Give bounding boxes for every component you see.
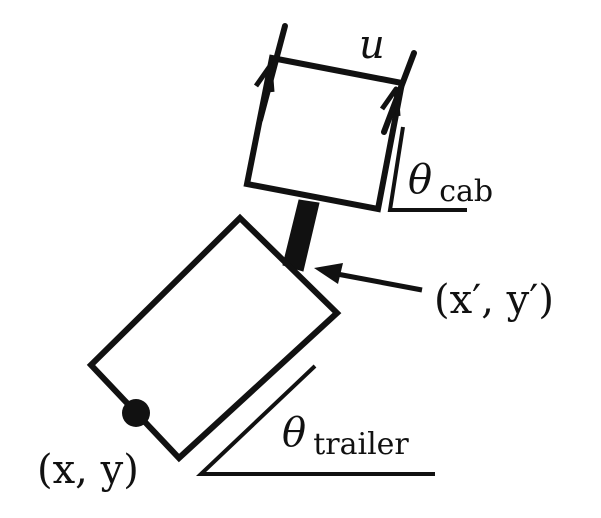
theta-trailer-symbol: θ [282, 410, 306, 456]
theta-cab-symbol: θ [408, 157, 432, 203]
hitch-arrow-shaft [336, 271, 423, 293]
input-label: u [359, 22, 385, 68]
theta-trailer-angle-lines [195, 364, 435, 476]
theta-trailer-subscript: trailer [313, 427, 409, 462]
hitch-arrowhead [314, 263, 343, 284]
hitch-point-label: (x′, y′) [434, 277, 554, 323]
cab-left-arrowhead [253, 63, 275, 93]
cab-right-wheel-line [381, 50, 417, 135]
trailer-point-label: (x, y) [37, 447, 139, 493]
trailer-body [86, 213, 342, 463]
cab-right-arrowhead [379, 86, 401, 117]
theta-cab-angle-lines [387, 126, 467, 212]
cab-body [243, 54, 406, 213]
theta-cab-label: θ cab [408, 157, 493, 209]
theta-cab-subscript: cab [439, 174, 493, 209]
theta-trailer-label: θ trailer [282, 410, 409, 462]
hitch-bar [282, 199, 320, 272]
trailer-point-marker [122, 399, 150, 427]
